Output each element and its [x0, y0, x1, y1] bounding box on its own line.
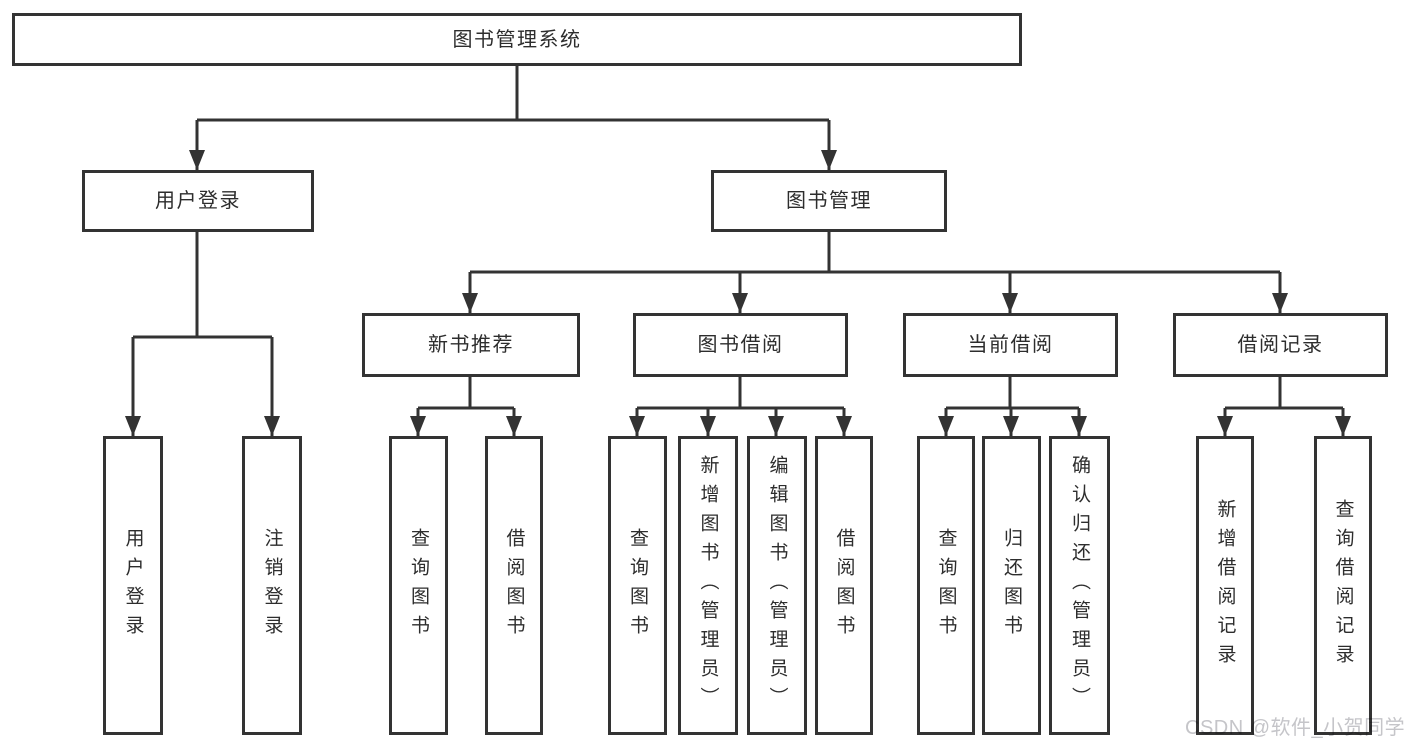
node-current-borrowing: 当前借阅 — [903, 313, 1118, 377]
node-user-login-action: 用户登录 — [103, 436, 163, 735]
node-label: 借阅图书 — [503, 527, 525, 644]
edge-borrow-record-to-leaves — [1217, 377, 1351, 436]
node-add-borrow-record: 新增借阅记录 — [1196, 436, 1254, 735]
edge-current-borrow-to-leaves — [938, 377, 1087, 436]
node-label: 查询图书 — [935, 527, 957, 644]
node-query-books-recommend: 查询图书 — [389, 436, 448, 735]
node-borrow-books-recommend: 借阅图书 — [485, 436, 543, 735]
node-label: 归还图书 — [1001, 527, 1022, 644]
node-label: 用户登录 — [155, 190, 241, 212]
node-user-login: 用户登录 — [82, 170, 314, 232]
edge-new-book-to-leaves — [410, 377, 522, 436]
node-label: 图书借阅 — [697, 334, 784, 356]
edge-root-to-level2 — [189, 66, 837, 170]
node-book-borrowing: 图书借阅 — [633, 313, 848, 377]
edge-book-management-to-level3 — [462, 232, 1288, 313]
csdn-watermark: CSDN @软件_小贺同学 — [1185, 717, 1405, 739]
edge-user-login-to-leaves — [125, 232, 280, 436]
node-label: 新增借阅记录 — [1214, 498, 1236, 673]
node-borrow-books: 借阅图书 — [815, 436, 873, 735]
node-confirm-return-admin: 确认归还（管理员） — [1049, 436, 1110, 735]
node-logout: 注销登录 — [242, 436, 302, 735]
node-label: 注销登录 — [261, 527, 283, 644]
node-book-management: 图书管理 — [711, 170, 947, 232]
node-query-books-current: 查询图书 — [917, 436, 975, 735]
node-label: 图书管理 — [786, 190, 872, 212]
node-label: 新书推荐 — [428, 334, 514, 356]
node-label: 借阅记录 — [1237, 334, 1324, 356]
node-label: 查询图书 — [627, 527, 648, 644]
node-label: 编辑图书（管理员） — [766, 455, 788, 716]
node-add-book-admin: 新增图书（管理员） — [678, 436, 738, 735]
node-query-borrow-record: 查询借阅记录 — [1314, 436, 1372, 735]
node-label: 借阅图书 — [833, 527, 855, 644]
node-return-book: 归还图书 — [982, 436, 1041, 735]
node-label: 查询借阅记录 — [1332, 498, 1354, 673]
edge-book-borrow-to-leaves — [629, 377, 852, 436]
node-label: 当前借阅 — [967, 334, 1054, 356]
node-query-books-borrow: 查询图书 — [608, 436, 667, 735]
node-library-management-system: 图书管理系统 — [12, 13, 1022, 66]
node-borrowing-records: 借阅记录 — [1173, 313, 1388, 377]
node-label: 查询图书 — [408, 527, 429, 644]
node-label: 新增图书（管理员） — [697, 455, 719, 716]
node-new-book-recommendation: 新书推荐 — [362, 313, 580, 377]
node-label: 用户登录 — [122, 527, 144, 644]
node-edit-book-admin: 编辑图书（管理员） — [747, 436, 807, 735]
node-label: 图书管理系统 — [452, 28, 582, 51]
node-label: 确认归还（管理员） — [1069, 455, 1090, 716]
